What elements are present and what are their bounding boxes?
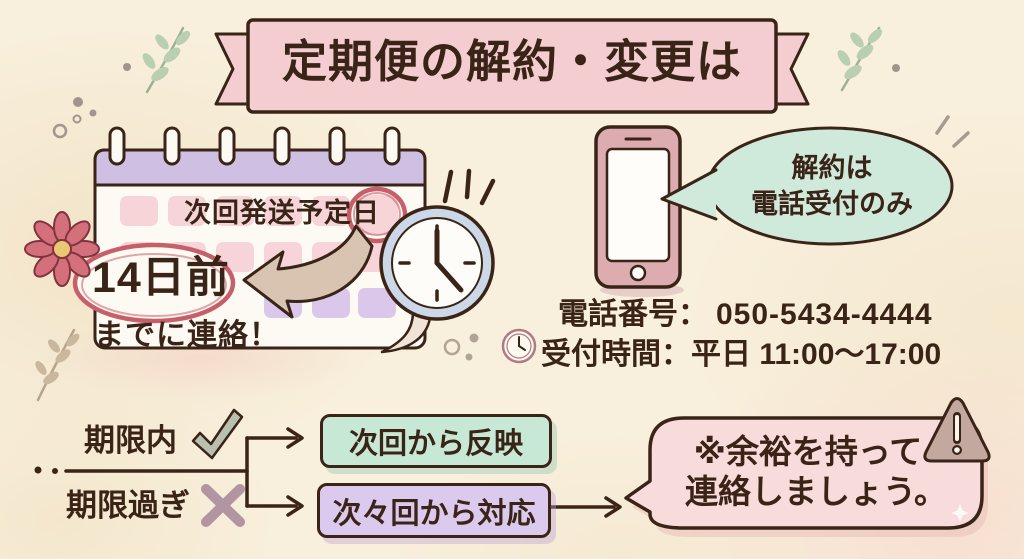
sparkle-icon	[951, 504, 969, 522]
arrowhead	[286, 427, 304, 449]
ribbon-panel	[246, 18, 778, 114]
leaf-branch-icon	[837, 26, 883, 92]
advice-line1: ※余裕を持って	[693, 433, 923, 470]
emphasis-lines	[935, 115, 970, 148]
scatter-dot	[52, 63, 900, 361]
emphasis-lines	[442, 168, 496, 206]
advice-bubble	[624, 397, 991, 537]
phone-number-label: 電話番号：	[558, 298, 708, 331]
deadline-oval-annotation	[72, 242, 236, 324]
page-curl	[380, 312, 432, 354]
result-box-next: 次回から反映	[320, 414, 552, 468]
phone-number-row: 電話番号： 050-5434-4444	[558, 289, 933, 333]
leaf-branch-icon	[142, 26, 191, 94]
deadline-text: 14日前	[92, 254, 230, 302]
check-icon	[191, 408, 244, 460]
bubble-line1: 解約は	[791, 153, 873, 183]
calendar-header	[93, 148, 427, 187]
bubble-tail	[660, 168, 718, 221]
next-shipping-date-label: 次回発送予定日	[184, 198, 380, 228]
reception-hours-value: 平日 11:00〜17:00	[691, 338, 942, 371]
reception-clock-icon	[501, 328, 537, 364]
reception-hours-label: 受付時間：	[541, 338, 691, 371]
flower-icon	[24, 211, 100, 287]
label-within-deadline: 期限内	[84, 423, 177, 458]
curved-arrow	[242, 224, 374, 319]
leaf-branch-icon	[35, 328, 80, 402]
ribbon-banner	[214, 18, 810, 114]
warning-icon	[923, 397, 991, 463]
advice-text: ※余裕を持って 連絡しましょう。	[650, 432, 966, 512]
arrowhead	[604, 496, 622, 518]
phone-number-value: 050-5434-4444	[716, 298, 933, 331]
reception-hours-row: 受付時間： 平日 11:00〜17:00	[541, 329, 941, 373]
flow-connector	[34, 427, 622, 518]
bubble-line2: 電話受付のみ	[751, 189, 913, 219]
clock-icon	[379, 168, 496, 321]
arrowhead	[286, 495, 304, 517]
calendar-rings	[108, 126, 401, 166]
smartphone-icon	[594, 125, 684, 297]
phone-only-bubble-text: 解約は 電話受付のみ	[712, 150, 952, 222]
label-past-deadline: 期限過ぎ	[66, 488, 190, 523]
result-box-next-label: 次回から反映	[348, 428, 523, 460]
cross-icon	[201, 484, 245, 527]
result-box-after-next: 次々回から対応	[317, 483, 551, 538]
contact-instruction: までに連絡！	[94, 319, 280, 352]
speech-bubble-mint	[660, 115, 970, 246]
banner-title: 定期便の解約・変更は	[281, 36, 742, 87]
advice-line2: 連絡しましょう。	[684, 473, 948, 510]
result-box-after-next-label: 次々回から対応	[332, 497, 536, 530]
